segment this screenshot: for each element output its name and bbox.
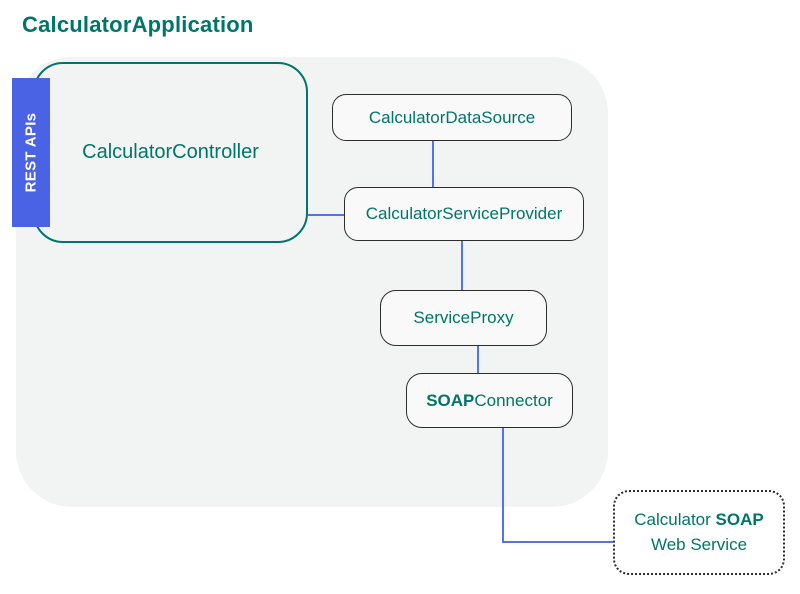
node-calculator-controller: CalculatorController <box>33 62 308 243</box>
serviceproxy-label: ServiceProxy <box>413 308 514 327</box>
rest-apis-badge: REST APIs <box>12 78 50 227</box>
calculator-datasource-label: CalculatorDataSource <box>368 107 536 127</box>
node-calculator-serviceprovider: CalculatorServiceProvider <box>344 187 584 241</box>
calculator-serviceprovider-label: CalculatorServiceProvider <box>365 204 563 223</box>
soapconnector-label-bold: SOAP <box>426 390 475 410</box>
node-soapconnector: SOAPConnector <box>406 373 573 428</box>
connector-soapconnector-webservice-vertical <box>502 428 504 543</box>
connector-serviceprovider-serviceproxy <box>461 241 463 290</box>
node-calculator-datasource: CalculatorDataSource <box>332 94 572 141</box>
connector-soapconnector-webservice-horizontal <box>502 541 613 543</box>
connector-datasource-serviceprovider <box>432 141 434 188</box>
rest-apis-label: REST APIs <box>22 112 40 193</box>
connector-controller-serviceprovider <box>308 214 345 216</box>
node-serviceproxy: ServiceProxy <box>380 290 547 346</box>
calculator-controller-label: CalculatorController <box>82 141 259 163</box>
soapconnector-label-rest: Connector <box>474 390 553 410</box>
webservice-label-line2: Web Service <box>650 534 748 554</box>
webservice-label-line1: Calculator SOAP <box>634 508 763 533</box>
node-calculator-soap-webservice: Calculator SOAP Web Service <box>613 490 785 575</box>
soapconnector-label: SOAPConnector <box>426 391 553 411</box>
connector-serviceproxy-soapconnector <box>477 346 479 373</box>
diagram-title: CalculatorApplication <box>22 12 254 37</box>
webservice-label-line1-pre: Calculator <box>634 509 716 529</box>
webservice-label-line1-bold: SOAP <box>715 509 764 529</box>
